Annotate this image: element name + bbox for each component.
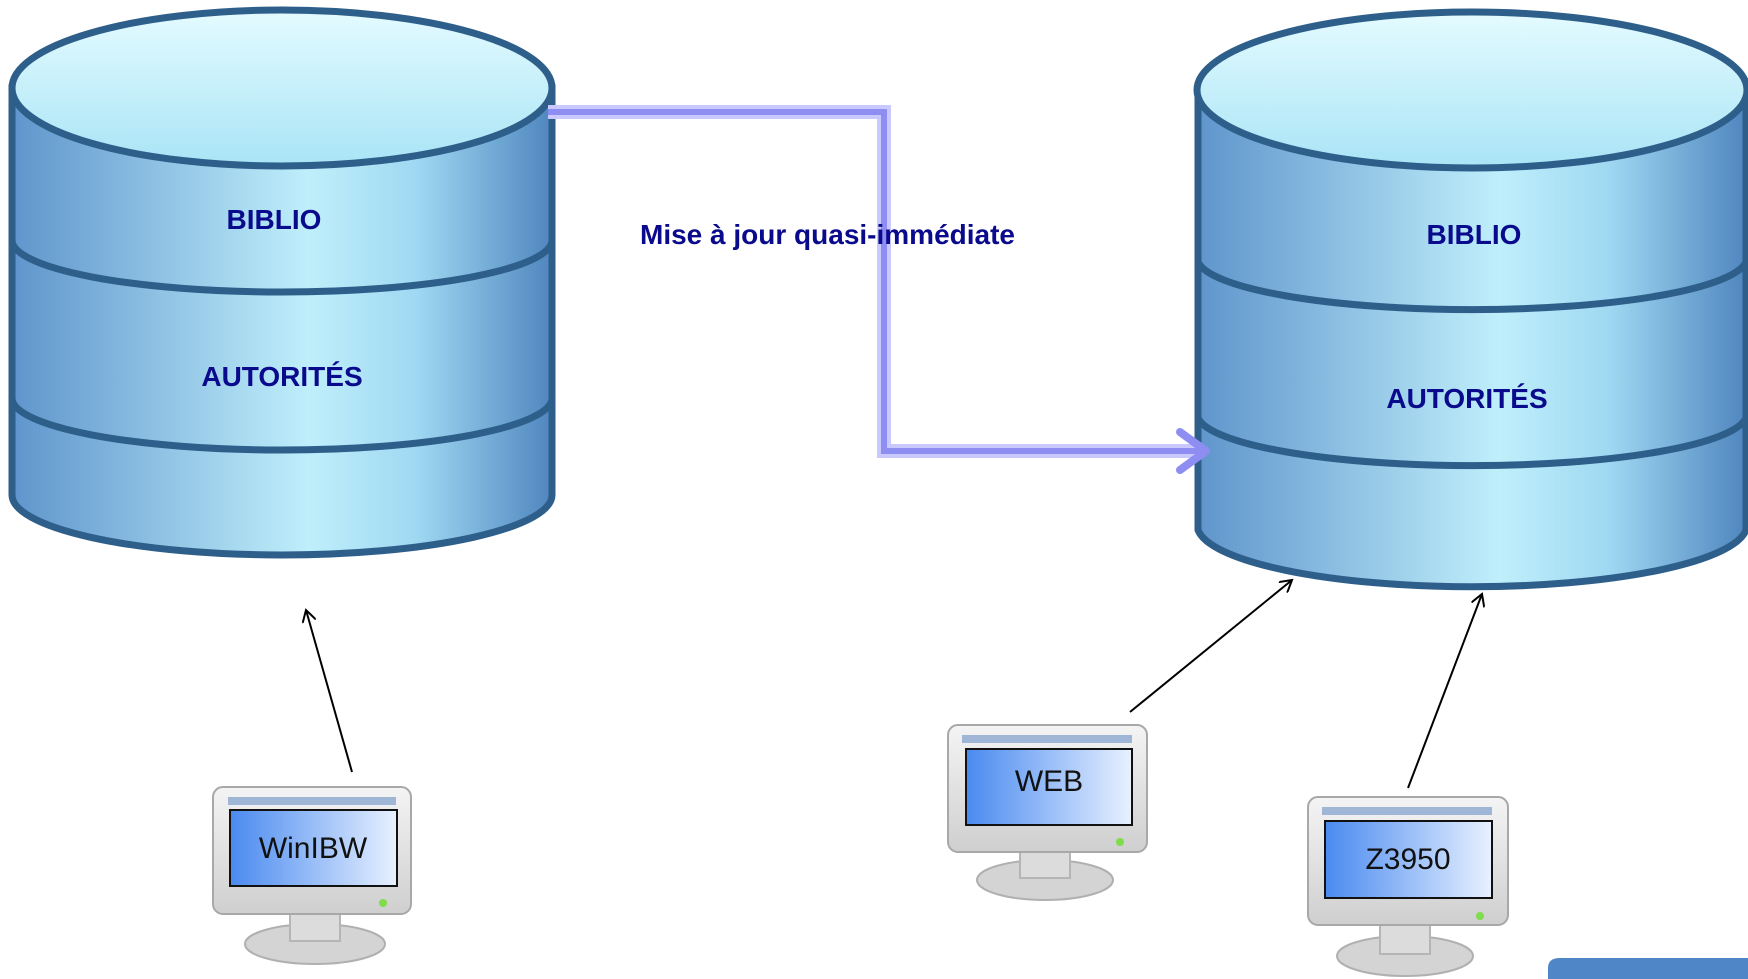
client-winibw: WinIBW (212, 786, 412, 965)
source-database: BIBLIO AUTORITÉS (8, 6, 556, 559)
web-screen (965, 748, 1133, 826)
flow-label: Mise à jour quasi-immédiate (640, 219, 1015, 250)
z3950-label: Z3950 (1365, 843, 1450, 876)
slide-corner-tab (1548, 958, 1748, 979)
client-web: WEB (947, 724, 1148, 901)
winibw-screen (229, 809, 398, 887)
target-autorites-label: AUTORITÉS (1386, 383, 1547, 414)
winibw-connection-arrow (306, 610, 353, 773)
z3950-connection-arrow (1407, 594, 1482, 789)
web-label: WEB (1015, 765, 1083, 798)
database-cylinder-icon (1193, 8, 1748, 591)
source-autorites-label: AUTORITÉS (201, 361, 362, 392)
target-biblio-label: BIBLIO (1427, 219, 1522, 250)
z3950-screen (1324, 820, 1493, 899)
target-database: BIBLIO AUTORITÉS (1193, 8, 1748, 591)
client-z3950: Z3950 (1307, 796, 1509, 977)
web-connection-arrow (1129, 580, 1292, 713)
sync-flow-arrow (548, 105, 1210, 474)
winibw-label: WinIBW (259, 832, 368, 865)
database-cylinder-icon (8, 6, 556, 559)
source-biblio-label: BIBLIO (227, 204, 322, 235)
